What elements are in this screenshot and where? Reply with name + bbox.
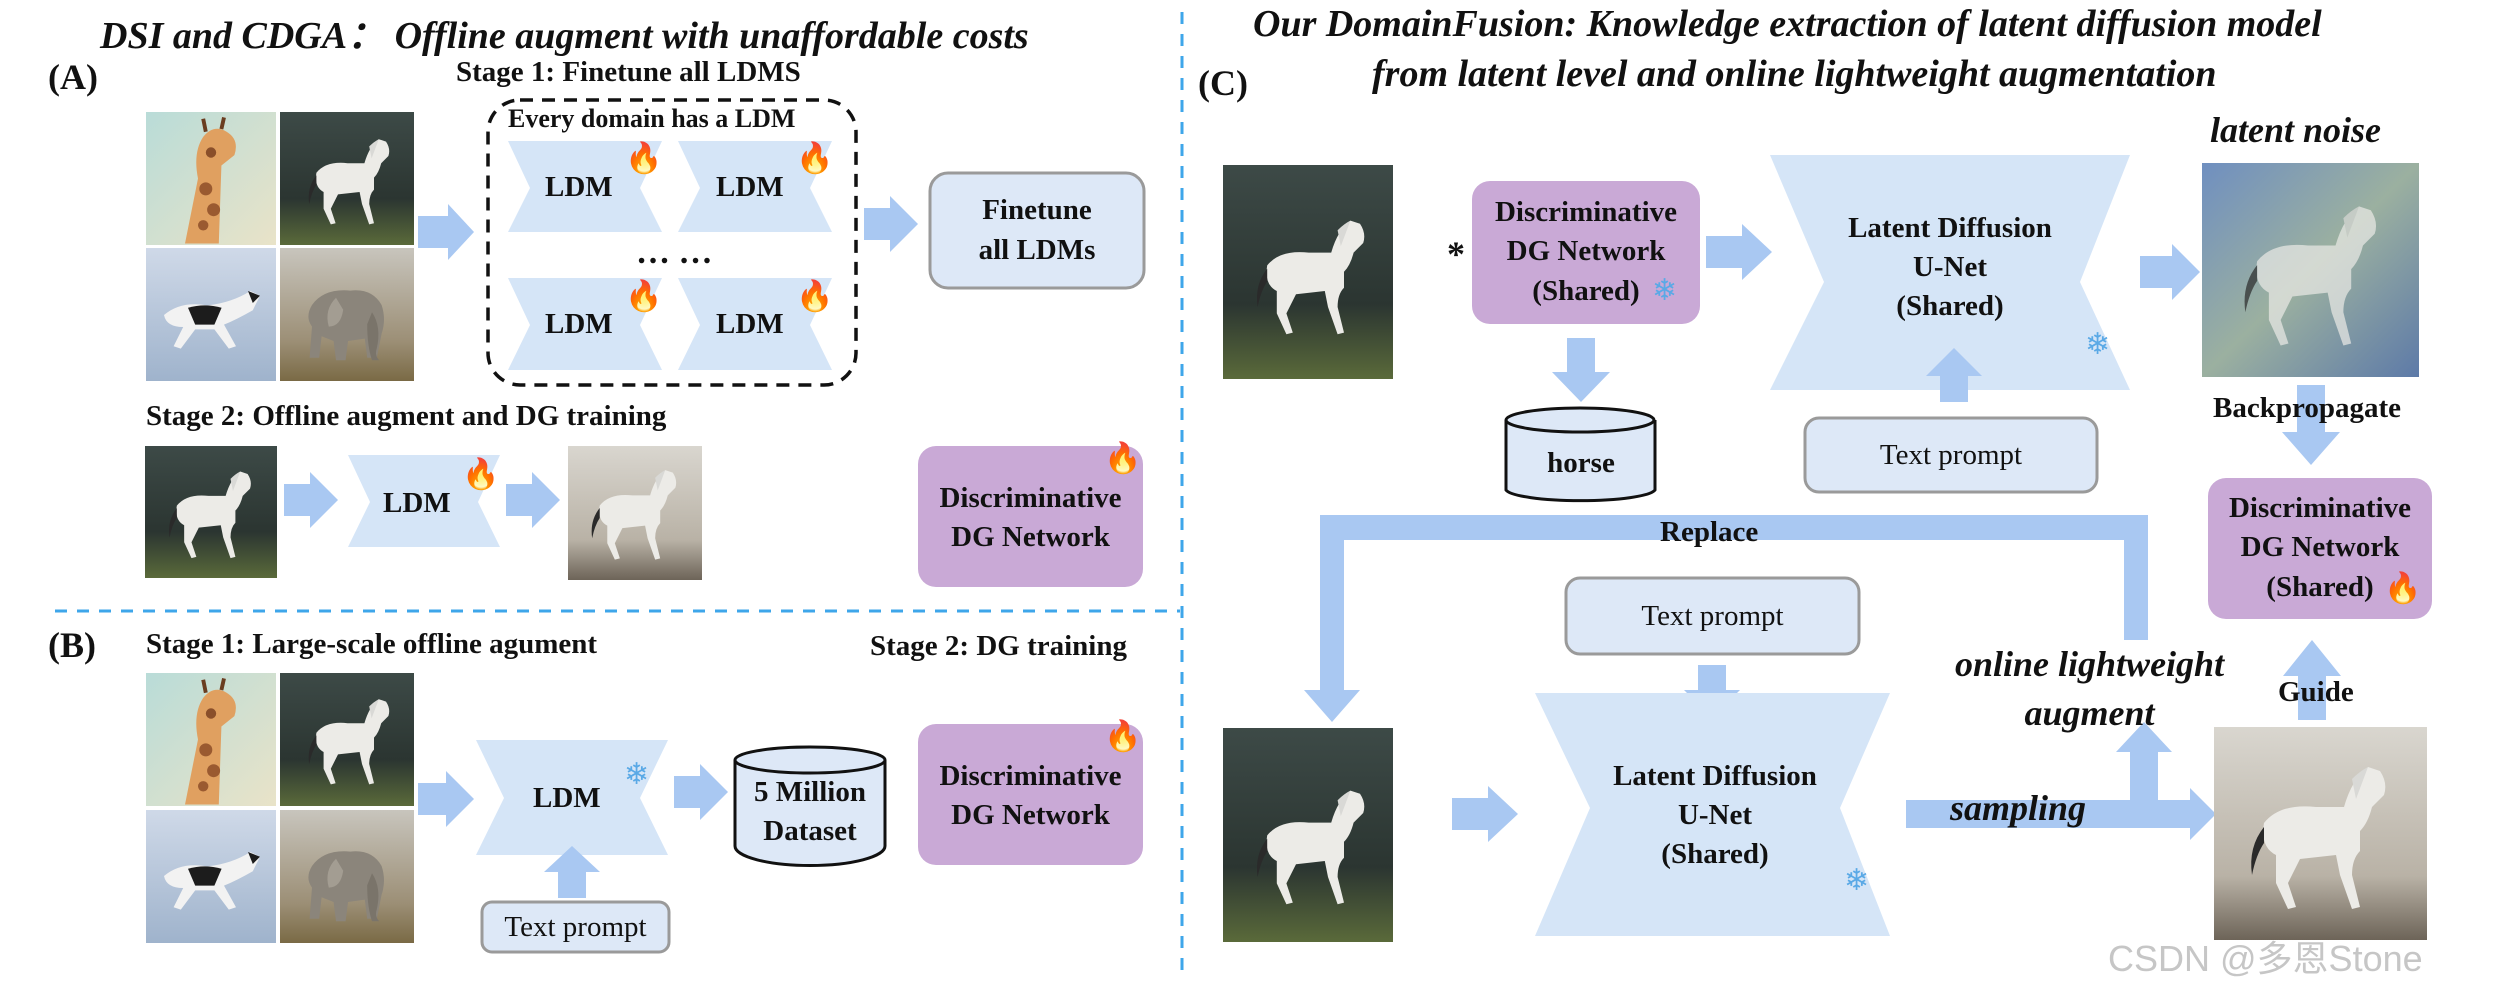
fire-icon: 🔥 (1104, 720, 1142, 753)
snowflake-icon: ❄ (1844, 864, 1870, 897)
finetune-box: Finetune all LDMs (930, 173, 1144, 288)
panel-c-label: (C) (1198, 63, 1248, 103)
right-title-line2: from latent level and online lightweight… (1372, 53, 2217, 95)
fire-icon: 🔥 (1104, 442, 1142, 475)
disc-shared-right-line2: DG Network (2240, 531, 2400, 564)
replace-label: Replace (1660, 516, 1759, 548)
snowflake-icon: ❄ (1652, 274, 1678, 307)
guide-label: Guide (2278, 676, 2354, 708)
ldm-label-a5: LDM (383, 487, 451, 519)
snowflake-icon: ❄ (2085, 328, 2111, 361)
unet-bottom-line2: U-Net (1677, 798, 1753, 831)
fire-icon: 🔥 (625, 142, 663, 175)
backpropagate-label: Backpropagate (2213, 392, 2401, 424)
unet-top-line3: (Shared) (1896, 290, 2004, 323)
right-title-line1: Our DomainFusion: Knowledge extraction o… (1253, 3, 2322, 45)
disc-b-line1: Discriminative (939, 759, 1122, 792)
unet-top: Latent Diffusion U-Net (Shared) (1800, 200, 2100, 335)
unet-bottom-line1: Latent Diffusion (1613, 759, 1817, 792)
panel-b-stage2: Stage 2: DG training (870, 630, 1127, 662)
dataset-cylinder: 5 Million Dataset (735, 762, 885, 862)
dataset-line1: 5 Million (754, 775, 866, 808)
horse-cylinder-label: horse (1547, 447, 1615, 480)
panel-b-label: (B) (48, 625, 96, 665)
disc-a-line1: Discriminative (939, 481, 1122, 514)
fire-icon: 🔥 (796, 280, 834, 313)
text-prompt-c-top: Text prompt (1879, 438, 2023, 471)
panel-b-stage1: Stage 1: Large-scale offline agument (146, 628, 598, 660)
disc-shared-top-line3: (Shared) (1532, 274, 1640, 307)
disc-network-a: Discriminative DG Network (918, 462, 1143, 574)
disc-network-b: Discriminative DG Network (918, 740, 1143, 852)
fire-icon: 🔥 (2384, 572, 2422, 605)
unet-bottom: Latent Diffusion U-Net (Shared) (1580, 748, 1850, 883)
latent-noise-label: latent noise (2210, 110, 2382, 150)
ellipsis-label: … … (636, 234, 713, 271)
ldm-label-b: LDM (533, 782, 601, 814)
ldm-label-a2: LDM (716, 171, 784, 203)
disc-network-shared-top: Discriminative DG Network (Shared) (1472, 186, 1700, 318)
text-prompt-b: Text prompt (504, 910, 647, 943)
panel-a-stage1: Stage 1: Finetune all LDMS (456, 56, 801, 88)
text-prompt-c-mid: Text prompt (1641, 599, 1784, 632)
unet-bottom-line3: (Shared) (1661, 838, 1769, 871)
unet-top-line2: U-Net (1912, 250, 1988, 283)
every-domain-label: Every domain has a LDM (508, 104, 796, 133)
finetune-line1: Finetune (982, 194, 1092, 227)
disc-shared-top-line2: DG Network (1506, 235, 1666, 268)
sampling-label: sampling (1950, 788, 2087, 828)
watermark: CSDN @多恩Stone (2108, 938, 2423, 979)
unet-top-line1: Latent Diffusion (1848, 211, 2052, 244)
finetune-line2: all LDMs (978, 233, 1096, 266)
dataset-line2: Dataset (763, 815, 857, 847)
disc-shared-right-line1: Discriminative (2228, 492, 2411, 525)
panel-a-image-grid (146, 112, 414, 381)
disc-shared-right-line3: (Shared) (2266, 570, 2374, 603)
disc-a-line2: DG Network (951, 521, 1110, 553)
ldm-label-a1: LDM (545, 171, 613, 203)
panel-a-label: (A) (48, 57, 98, 97)
disc-b-line2: DG Network (951, 799, 1110, 831)
online-line1: online lightweight (1955, 644, 2225, 684)
fire-icon: 🔥 (462, 458, 500, 491)
disc-network-shared-right: Discriminative DG Network (Shared) (2208, 486, 2432, 610)
snowflake-icon: ❄ (624, 758, 650, 791)
left-title: DSI and CDGA： Offline augment with unaff… (100, 15, 1029, 57)
online-line2: augment (2024, 692, 2155, 733)
ldm-label-a3: LDM (545, 308, 613, 340)
fire-icon: 🔥 (625, 280, 663, 313)
online-augment-label: online lightweight augment (1955, 640, 2224, 737)
asterisk-label: * (1447, 234, 1465, 274)
panel-a-stage2: Stage 2: Offline augment and DG training (146, 400, 667, 432)
disc-shared-top-line1: Discriminative (1494, 196, 1677, 229)
ldm-label-a4: LDM (716, 308, 784, 340)
fire-icon: 🔥 (796, 142, 834, 175)
